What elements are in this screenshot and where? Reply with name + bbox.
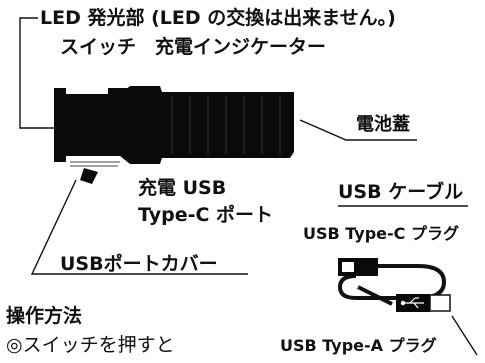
switch-button [108, 88, 130, 96]
battery-cover-label: 電池蓋 [356, 114, 410, 135]
usb-a-leader-line [451, 315, 478, 356]
battery-cover-leader-line [299, 119, 417, 141]
usb-port-cover-leader-line [30, 179, 248, 275]
usb-port-cover [80, 168, 98, 184]
led-label: LED 発光部 (LED の交換は出来ません。) [40, 7, 396, 29]
operation-text-line1: ◎スイッチを押すと [6, 334, 175, 356]
led-leader-line [19, 17, 60, 129]
flashlight-illustration [54, 86, 294, 184]
usb-symbol-icon [400, 297, 424, 309]
usb-c-plug-tip [342, 262, 354, 272]
usb-cable-illustration [337, 258, 451, 312]
usb-cable-title: USB ケーブル [338, 181, 464, 203]
usb-a-plug-metal [429, 294, 451, 312]
switch-indicator-label: スイッチ 充電インジケーター [60, 36, 327, 58]
usb-c-plug-label: USB Type-C プラグ [303, 224, 459, 243]
charge-port-label-line1: 充電 USB [138, 177, 227, 199]
usb-a-plug-label: USB Type-A プラグ [280, 336, 437, 355]
charge-port-label-line2: Type-C ポート [138, 204, 274, 226]
usb-port-cover-label: USBポートカバー [60, 253, 218, 275]
operation-heading: 操作方法 [6, 305, 83, 327]
